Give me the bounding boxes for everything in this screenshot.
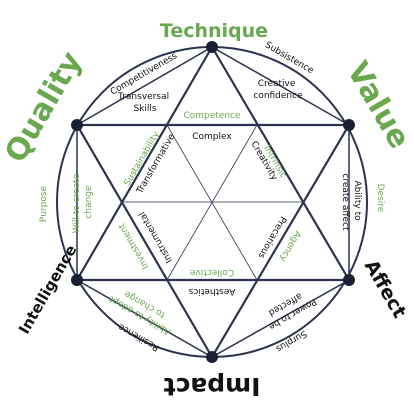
outer-quality: Quality	[0, 45, 90, 168]
inner-spokes	[122, 124, 302, 281]
ring-purpose: Purpose	[39, 185, 49, 222]
inner-aesthetics: Aesthetics	[188, 286, 235, 296]
node-top-left	[71, 119, 83, 131]
corner-power: Power to be affected	[258, 285, 318, 332]
outer-technique: Technique	[160, 20, 268, 42]
inner-complex: Complex	[192, 132, 232, 142]
ring-competitiveness: Competitiveness	[109, 51, 180, 97]
corner-will: Will to create change	[72, 171, 94, 233]
edge-collective: Collective	[189, 267, 234, 277]
outer-affect: Affect	[360, 256, 411, 322]
outer-impact: Impact	[164, 372, 261, 401]
node-bottom	[206, 351, 218, 363]
outer-intelligence: Intelligence	[15, 242, 80, 337]
node-bottom-right	[343, 274, 355, 286]
corner-creative: Creative confidence	[253, 79, 303, 101]
corner-ability-create: Ability to create affect	[340, 173, 362, 231]
corner-adapt: Ability to adapt to change	[105, 282, 178, 337]
corner-transversal: Transversal Skills	[117, 92, 172, 114]
triangle-down	[75, 123, 351, 360]
edge-agency: Agency	[277, 229, 303, 263]
node-bottom-left	[71, 274, 83, 286]
node-top	[206, 41, 218, 53]
edge-competence: Competence	[183, 111, 241, 121]
vertex-nodes	[71, 41, 355, 363]
triangle-up	[75, 44, 351, 282]
outer-value: Value	[340, 56, 414, 155]
node-top-right	[343, 119, 355, 131]
ring-desire: Desire	[375, 184, 385, 213]
